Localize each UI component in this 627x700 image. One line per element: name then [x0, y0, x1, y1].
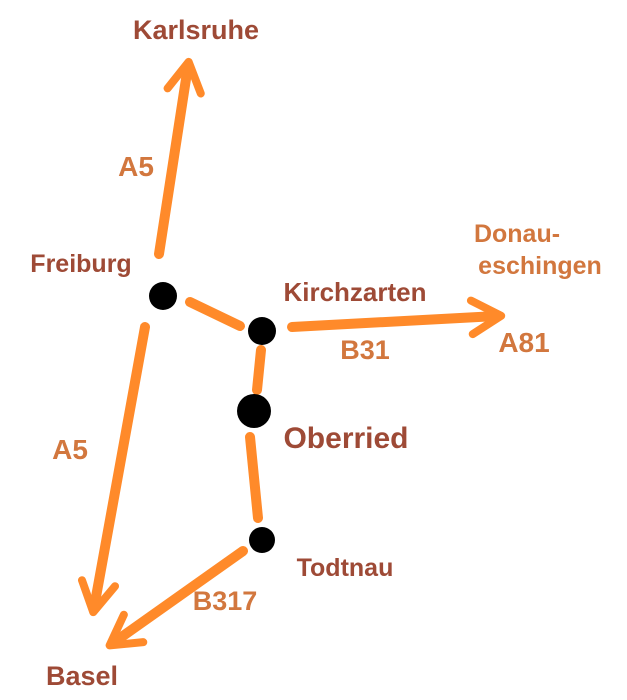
- towns: [149, 282, 276, 553]
- road-freiburg-basel: [77, 322, 150, 617]
- label-donaueschingen-line1: Donau-: [474, 220, 560, 248]
- road-freiburg-karlsruhe: [154, 57, 205, 259]
- label-kirchzarten: Kirchzarten: [283, 277, 426, 307]
- road-labels: A5 A5 B31 A81 B317: [52, 151, 550, 616]
- label-road-a81: A81: [498, 327, 549, 358]
- label-donaueschingen-line2: eschingen: [478, 252, 602, 280]
- road-kirchzarten-donaueschingen: [287, 296, 506, 339]
- road-freiburg-kirchzarten: [185, 297, 245, 331]
- town-dot-freiburg: [149, 282, 177, 310]
- city-labels: Karlsruhe Freiburg Kirchzarten Oberried …: [30, 15, 426, 691]
- label-todtnau: Todtnau: [297, 554, 394, 582]
- label-road-a5-north: A5: [118, 151, 154, 182]
- label-oberried: Oberried: [283, 422, 408, 455]
- town-dot-kirchzarten: [248, 317, 276, 345]
- road-todtnau-basel: [105, 546, 248, 650]
- label-donaueschingen: Donau- eschingen: [474, 220, 602, 280]
- label-road-a5-south: A5: [52, 434, 88, 465]
- road-oberried-todtnau: [245, 432, 263, 523]
- town-dot-todtnau: [249, 527, 275, 553]
- roads: [77, 57, 506, 650]
- road-kirchzarten-oberried: [252, 345, 266, 395]
- label-freiburg: Freiburg: [30, 250, 131, 278]
- label-road-b317: B317: [193, 586, 258, 616]
- label-karlsruhe: Karlsruhe: [133, 15, 259, 45]
- town-dot-oberried: [237, 394, 271, 428]
- label-basel: Basel: [46, 661, 118, 691]
- label-road-b31: B31: [340, 335, 390, 365]
